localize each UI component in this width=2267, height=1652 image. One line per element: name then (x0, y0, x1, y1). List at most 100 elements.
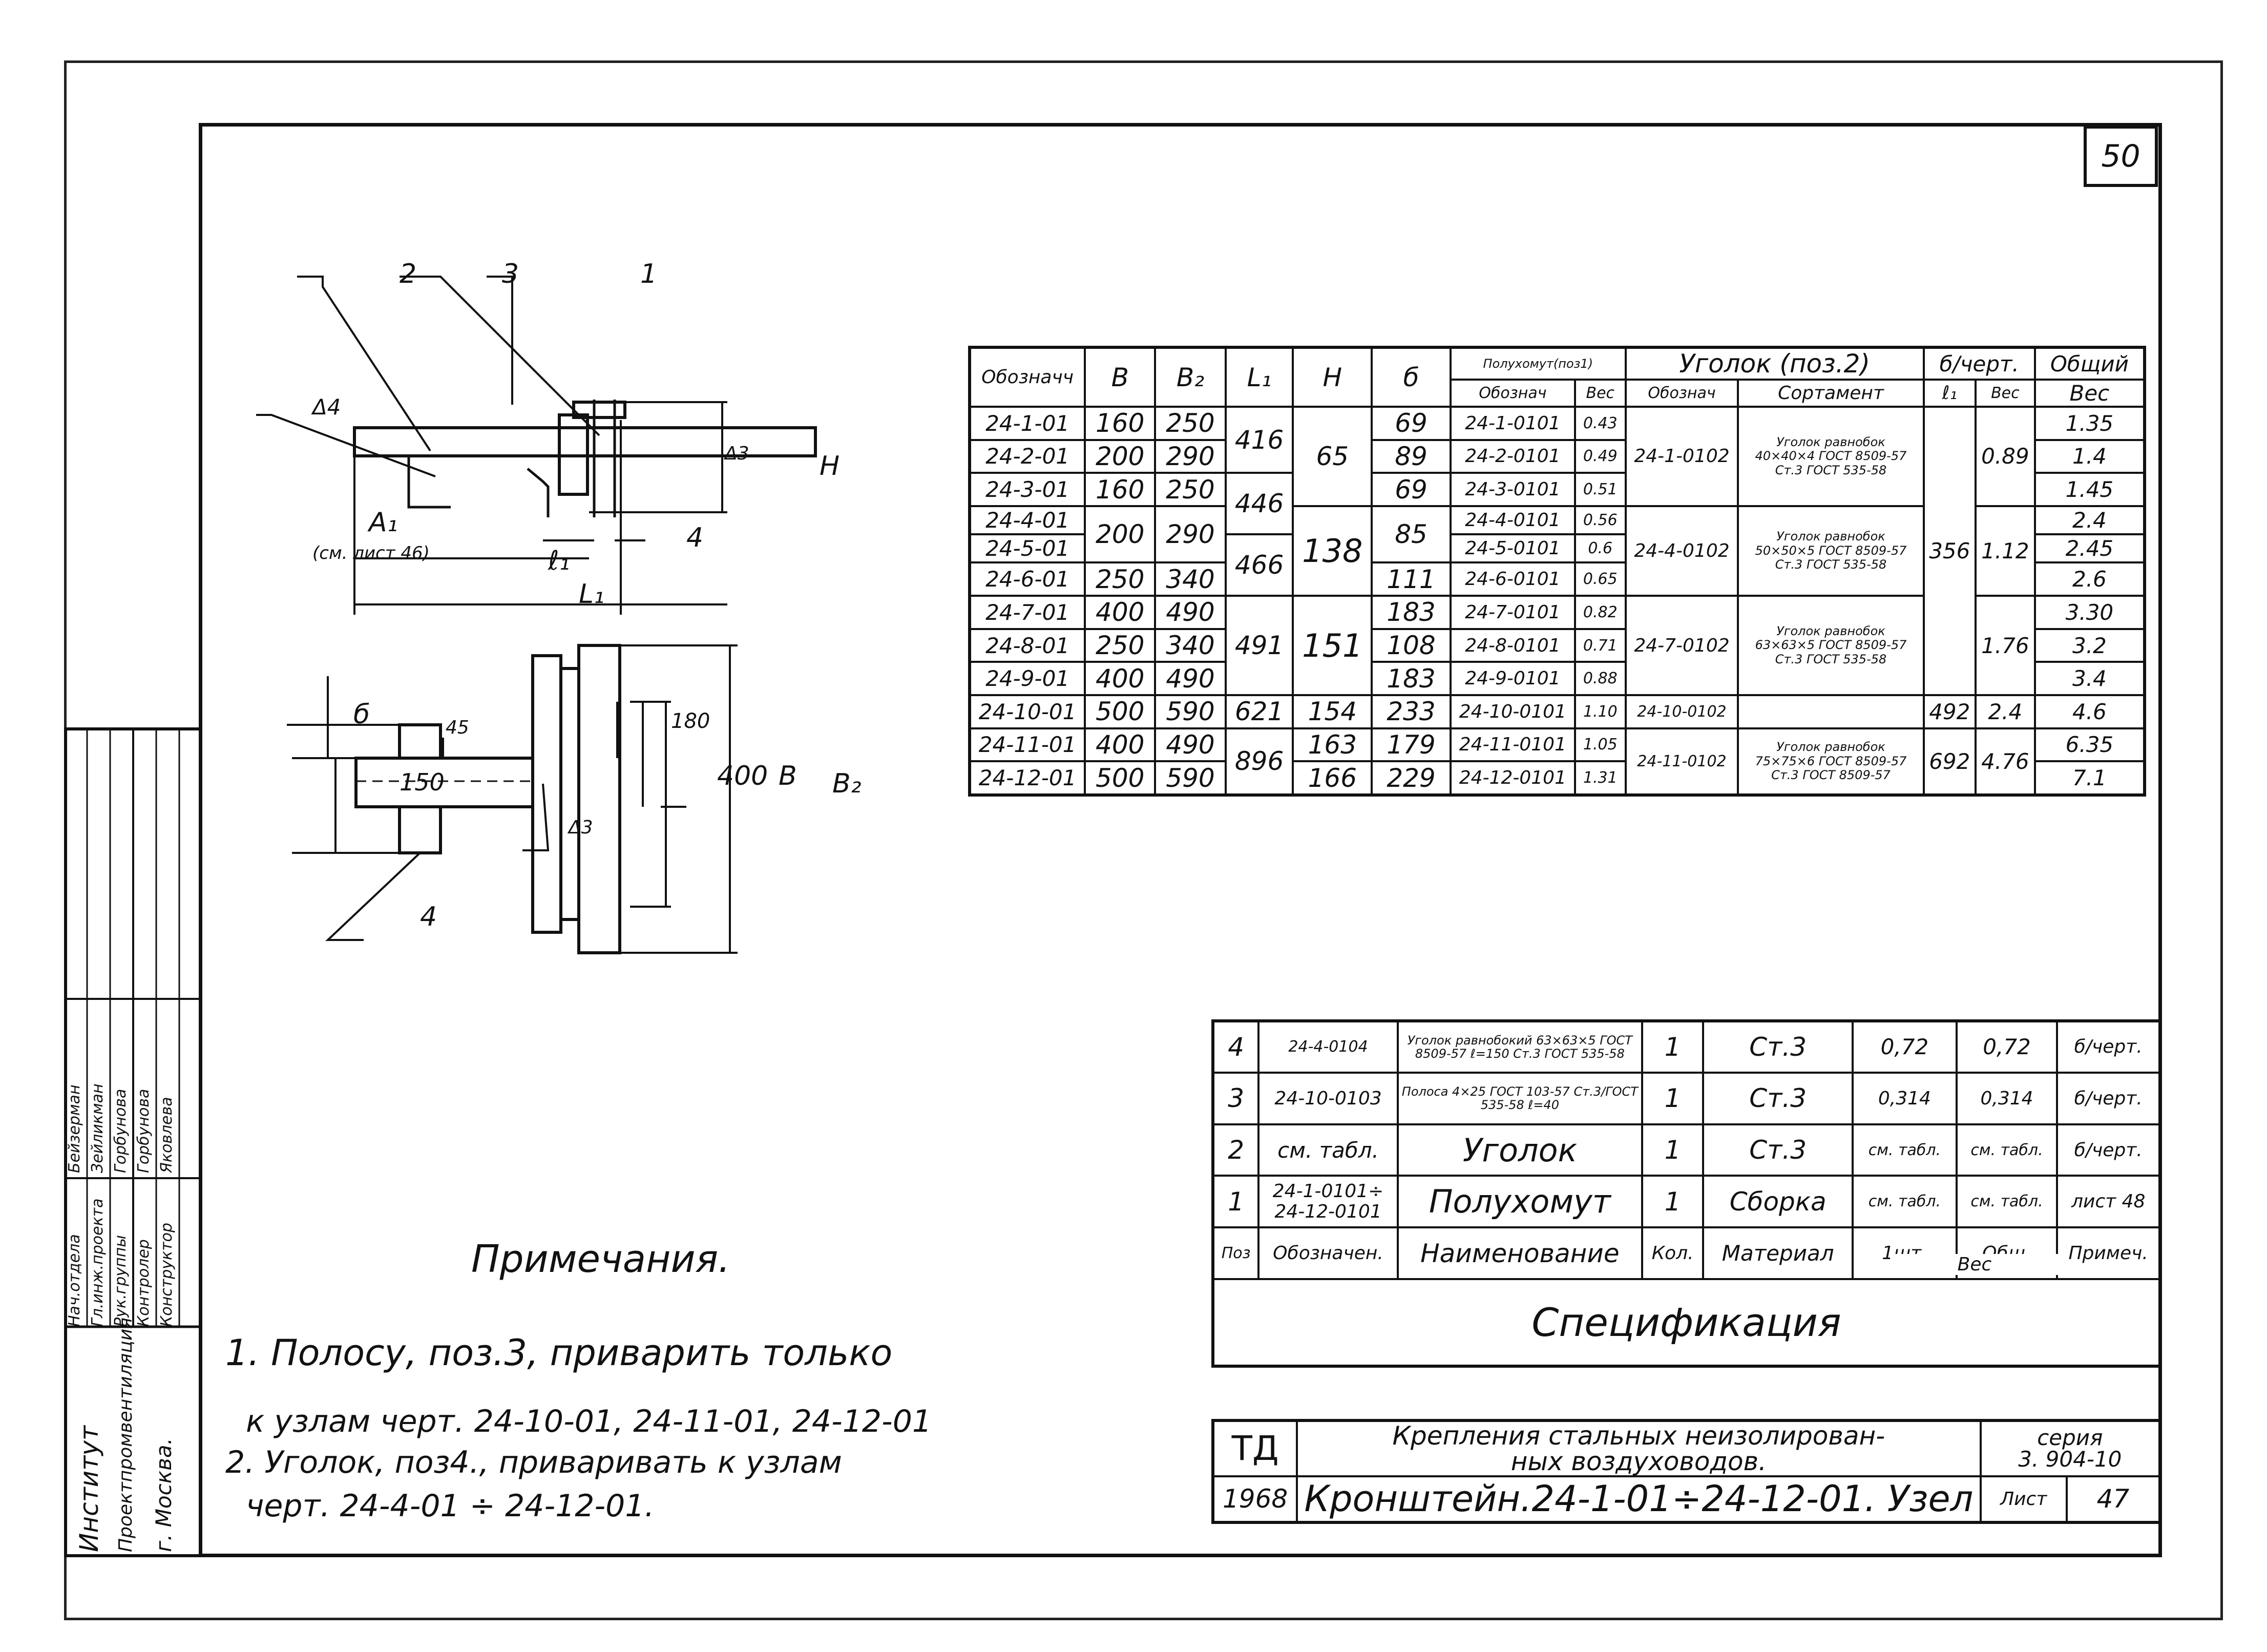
col-header-B2: B₂ (1154, 346, 1227, 408)
cell-H: 65 (1292, 406, 1373, 507)
cell-hc-weight: 1.05 (1573, 727, 1627, 763)
cell-B: 500 (1084, 760, 1157, 796)
leader-label-1: 1 (640, 259, 658, 289)
title-td: ТД (1211, 1419, 1298, 1477)
cell-H: 166 (1292, 760, 1373, 796)
cell-B2: 250 (1154, 406, 1227, 441)
spec-header-weight: Вес (1890, 1254, 2059, 1275)
sort-line: 63×63×5 ГОСТ 8509-57 (1755, 638, 1907, 653)
cell-hc-weight: 1.10 (1573, 694, 1627, 729)
spec-qty: 1 (1641, 1175, 1705, 1229)
spec-w1: см. табл. (1852, 1175, 1958, 1229)
series-label: серия (2037, 1425, 2103, 1450)
cell-b: 183 (1371, 595, 1452, 630)
dim-B2: B₂ (832, 768, 862, 799)
cell-designation: 24-6-01 (968, 561, 1086, 597)
note-1a: 1. Полосу, поз.3, приварить только (225, 1332, 893, 1374)
cell-B2: 590 (1154, 694, 1227, 729)
spec-note: б/черт. (2056, 1071, 2161, 1125)
sort-line: Ст.3 ГОСТ 535-58 (1775, 557, 1887, 572)
cell-hc-des: 24-4-0101 (1449, 505, 1576, 536)
cell-hc-des: 24-11-0101 (1449, 727, 1576, 763)
sort-line: 40×40×4 ГОСТ 8509-57 (1755, 449, 1907, 464)
cell-B2: 340 (1154, 628, 1227, 663)
sort-line: Уголок равнобок (1776, 623, 1885, 638)
cell-total: 2.6 (2033, 561, 2146, 597)
cell-hc-weight: 0.51 (1573, 472, 1627, 507)
dim-150: 150 (400, 768, 445, 796)
spec-pos: 1 (1211, 1175, 1260, 1229)
side-stamp-frame (64, 727, 202, 1557)
cell-l1: 356 (1922, 406, 1977, 696)
cell-b: 183 (1371, 661, 1452, 696)
cell-B2: 290 (1154, 505, 1227, 564)
cell-hc-weight: 0.71 (1573, 628, 1627, 663)
stamp-institute: Институт (74, 1425, 104, 1552)
cell-B: 160 (1084, 472, 1157, 507)
cell-designation: 24-12-01 (968, 760, 1086, 796)
stamp-name: Зейликман (89, 1083, 107, 1173)
title-block: ТД Крепления стальных неизолирован-ных в… (1211, 1419, 2161, 1524)
spec-qty: 1 (1641, 1123, 1705, 1177)
cell-w: 1.76 (1974, 595, 2036, 696)
weld-label: Δ3 (569, 817, 593, 838)
cell-w: 2.4 (1974, 694, 2036, 729)
sort-line: Уголок равнобок (1776, 434, 1885, 449)
title-line-1b: ных воздуховодов. (1510, 1446, 1767, 1476)
sort-line: Ст.3 ГОСТ 535-58 (1775, 463, 1887, 477)
col-header-H: H (1292, 346, 1373, 408)
sort-line: Уголок равнобок (1776, 739, 1885, 754)
col-header-angle: Уголок (поз.2) (1624, 346, 1925, 381)
cell-B: 250 (1084, 561, 1157, 597)
cell-hc-weight: 0.65 (1573, 561, 1627, 597)
cell-designation: 24-8-01 (968, 628, 1086, 663)
spec-w1: см. табл. (1852, 1123, 1958, 1177)
cell-B: 400 (1084, 727, 1157, 763)
note-2a: 2. Уголок, поз4., приваривать к узлам (225, 1445, 842, 1480)
spec-name: Полухомут (1396, 1175, 1644, 1229)
cell-hc-des: 24-2-0101 (1449, 438, 1576, 474)
cell-designation: 24-3-01 (968, 472, 1086, 507)
stamp-name: Бейзерман (66, 1084, 83, 1173)
cell-B: 200 (1084, 438, 1157, 474)
spec-des: 24-1-0101÷ 24-12-0101 (1257, 1175, 1399, 1229)
cell-b: 89 (1371, 438, 1452, 474)
cell-hc-weight: 0.56 (1573, 505, 1627, 536)
dim-A1: A₁ (369, 507, 398, 538)
sort-line: Уголок равнобок (1776, 529, 1885, 544)
cell-total: 4.6 (2033, 694, 2146, 729)
cell-w: 0.89 (1974, 406, 2036, 507)
cell-H: 163 (1292, 727, 1373, 763)
cell-hc-weight: 0.43 (1573, 406, 1627, 441)
dim-4: 4 (686, 522, 704, 553)
spec-mat: Ст.3 (1702, 1071, 1854, 1125)
cell-b: 85 (1371, 505, 1452, 564)
stamp-role: Нач.отдела (66, 1234, 83, 1327)
spec-des: 24-4-0104 (1257, 1020, 1399, 1074)
cell-B: 160 (1084, 406, 1157, 441)
dim-400: 400 (717, 761, 768, 791)
cell-l1: 692 (1922, 727, 1977, 797)
spec-header-note: Примеч. (2056, 1226, 2161, 1281)
cell-hc-des: 24-10-0101 (1449, 694, 1576, 729)
cell-B: 250 (1084, 628, 1157, 663)
leader-label-3: 3 (502, 259, 519, 289)
col-header-total: Общий (2033, 346, 2146, 381)
weld-label: Δ4 (312, 394, 341, 420)
cell-total: 2.4 (2033, 505, 2146, 536)
cell-total: 7.1 (2033, 760, 2146, 796)
cell-l1: 492 (1922, 694, 1977, 729)
cell-designation: 24-7-01 (968, 595, 1086, 630)
spec-w2: см. табл. (1955, 1123, 2059, 1177)
col-header-designation: Обозначч (968, 346, 1086, 408)
col-header-l1: ℓ₁ (1922, 379, 1977, 408)
cell-L1: 621 (1224, 694, 1294, 729)
cell-designation: 24-1-01 (968, 406, 1086, 441)
spec-des: см. табл. (1257, 1123, 1399, 1177)
spec-pos: 3 (1211, 1071, 1260, 1125)
